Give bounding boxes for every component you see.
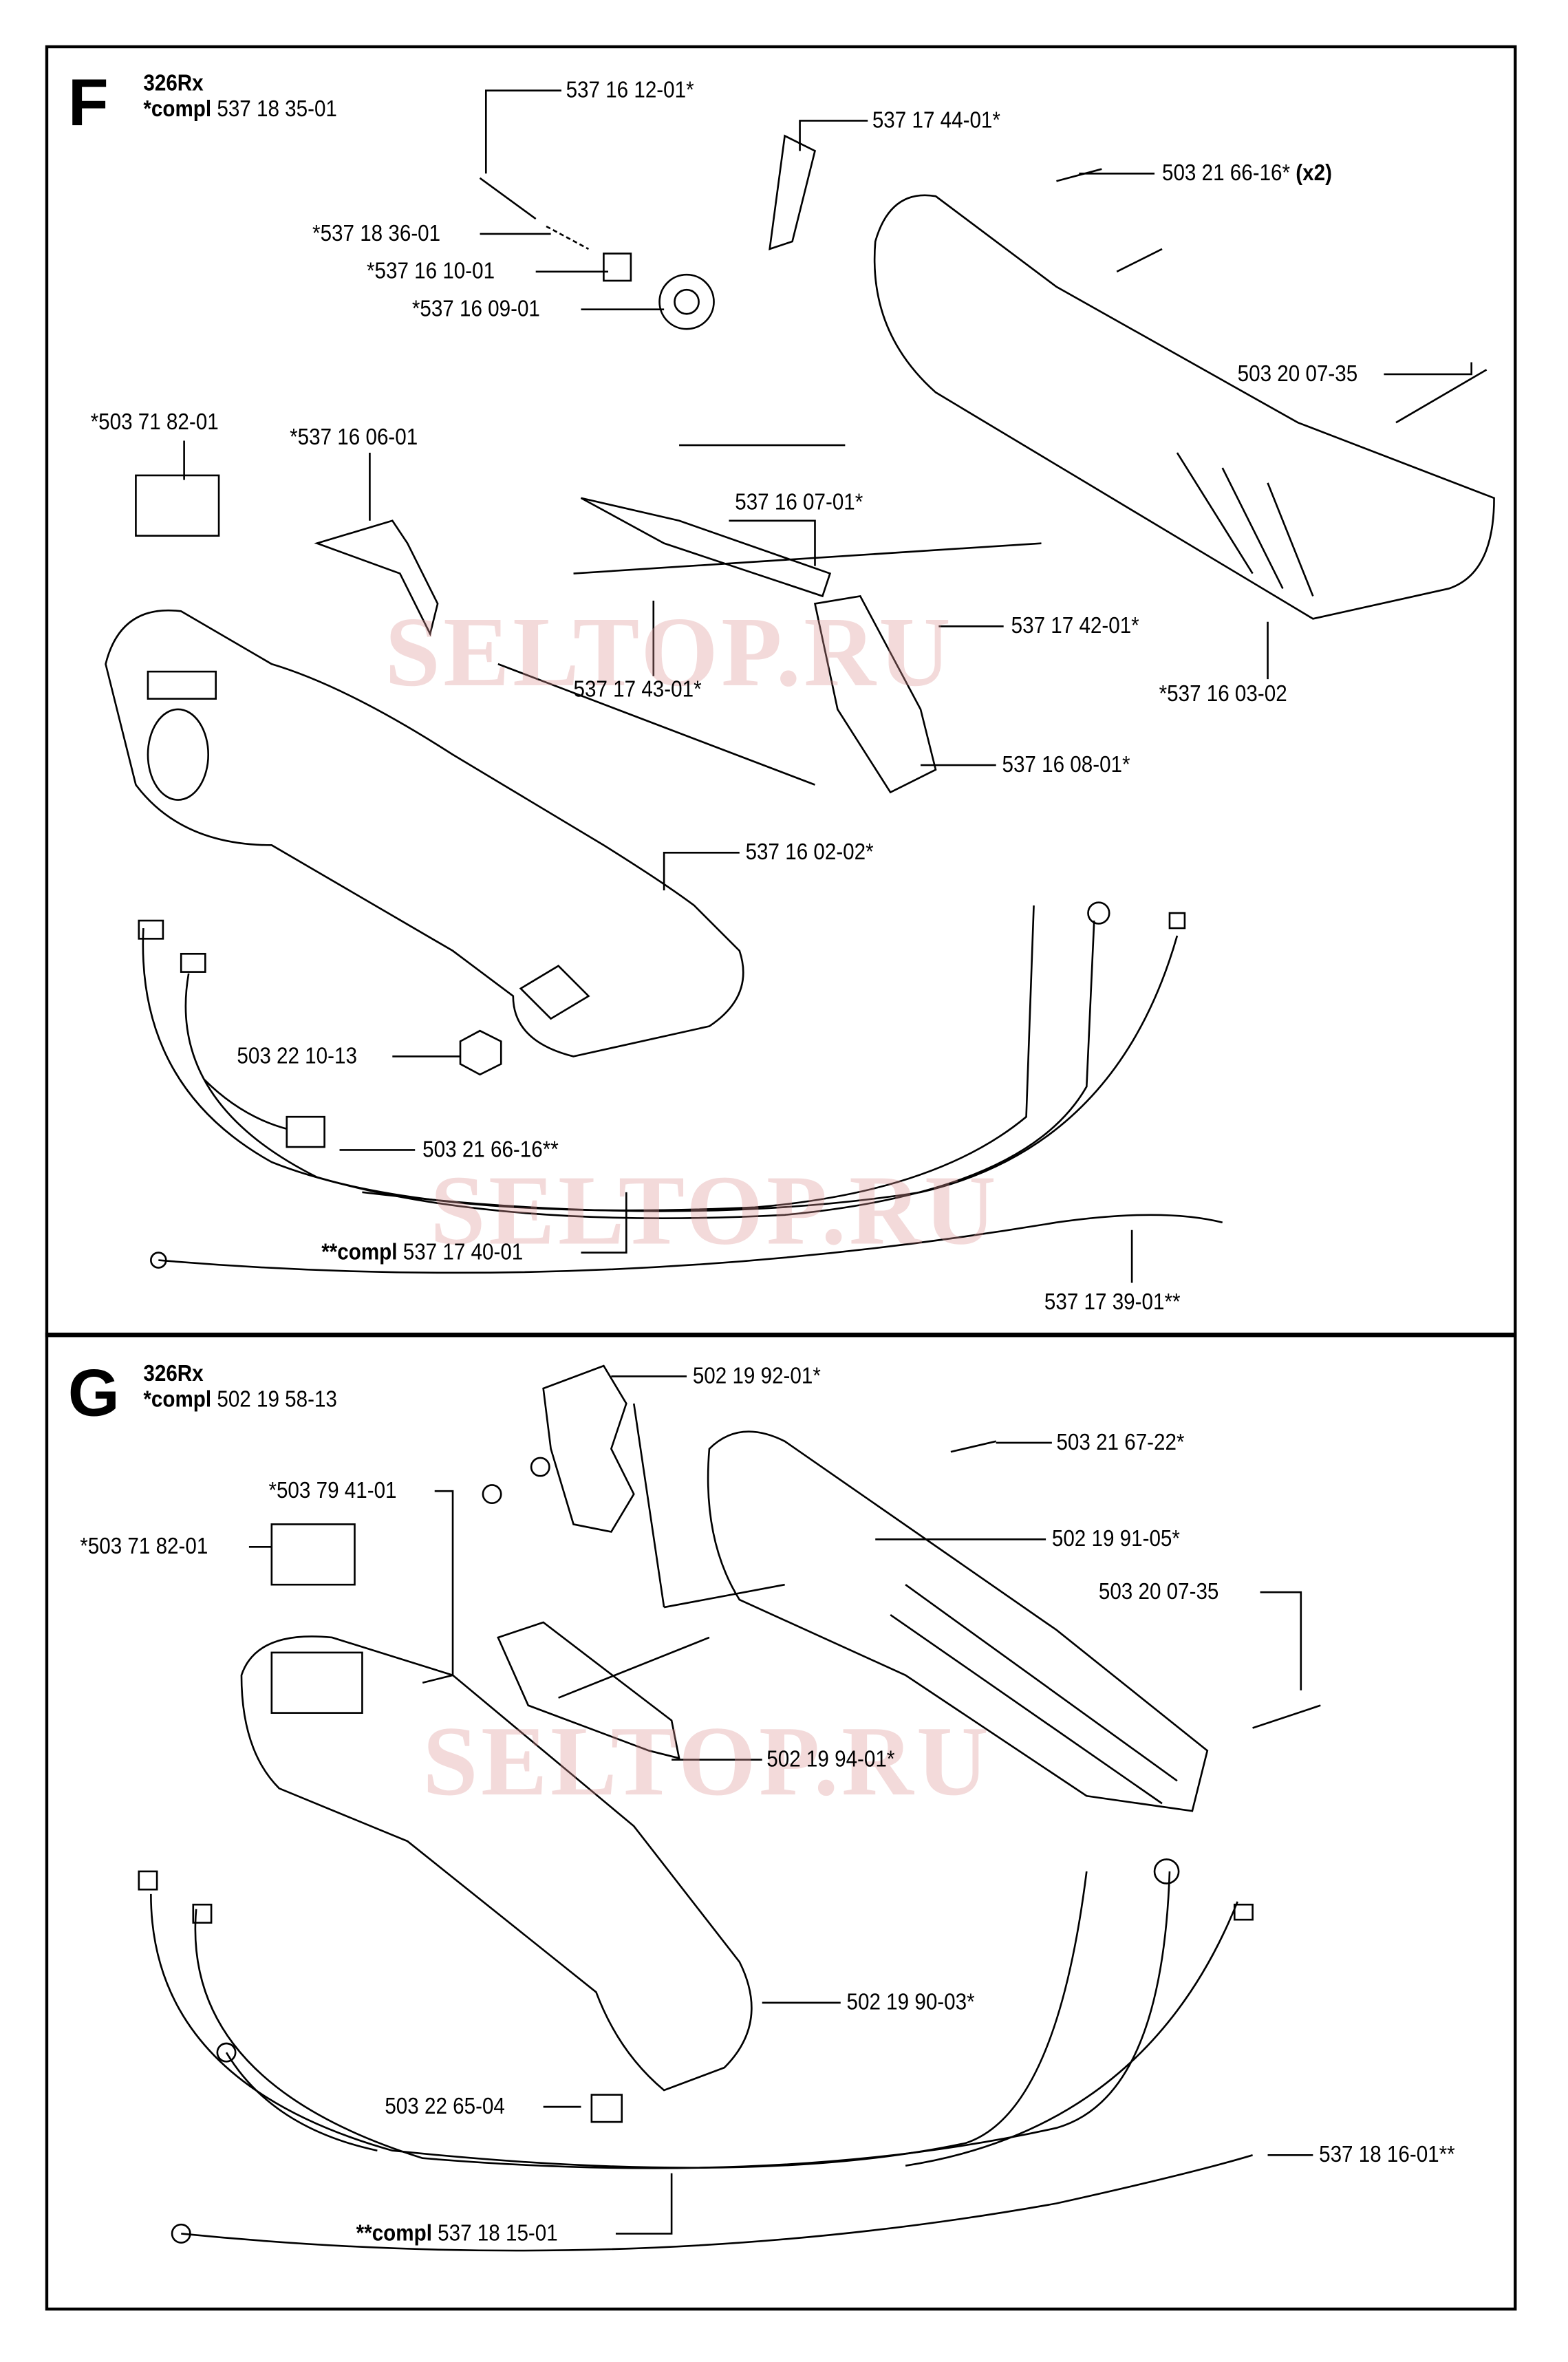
part-label: 537 16 02-02* (745, 839, 874, 866)
cables-f (138, 901, 1223, 1274)
leader-lines-g (248, 1375, 1313, 2235)
section-divider (45, 1332, 1517, 1337)
parts-g (138, 1364, 1321, 2252)
section-letter-f: F (67, 66, 109, 140)
watermark: SELTOP.RU (385, 597, 954, 708)
diagram-frame (45, 45, 1517, 2311)
part-label: 537 17 44-01* (872, 107, 1000, 134)
model-name: 326Rx (143, 1361, 204, 1387)
front-handle-f (105, 609, 744, 1057)
part-label: 503 21 67-22* (1056, 1430, 1185, 1456)
part-label: 502 19 92-01* (692, 1363, 821, 1390)
part-label: *537 16 03-02 (1159, 681, 1287, 707)
compl-prefix: *compl (143, 96, 212, 122)
watermark: SELTOP.RU (430, 1156, 999, 1267)
part-label: 537 18 16-01** (1319, 2142, 1455, 2168)
part-label: *537 16 09-01 (411, 297, 540, 323)
part-label: *537 16 06-01 (290, 425, 418, 451)
rear-handle-f (873, 194, 1495, 620)
section-f-header: 326Rx *compl 537 18 35-01 (143, 71, 337, 122)
part-label: 537 16 12-01* (566, 77, 694, 104)
compl-number: 537 18 35-01 (217, 96, 337, 122)
part-label: 503 22 65-04 (385, 2094, 505, 2120)
part-label: 537 17 43-01* (573, 676, 702, 703)
part-label: *537 18 36-01 (312, 221, 441, 247)
part-label: **compl 537 17 40-01 (321, 1241, 523, 1264)
compl-number: 502 19 58-13 (217, 1386, 337, 1413)
part-label: *503 79 41-01 (268, 1478, 397, 1504)
section-letter-g: G (67, 1356, 120, 1431)
section-g-header: 326Rx *compl 502 19 58-13 (143, 1362, 337, 1413)
part-label: 502 19 90-03* (846, 1990, 975, 2016)
part-label: **compl 537 18 15-01 (356, 2222, 558, 2245)
part-number: 503 21 66-16* (1161, 160, 1291, 186)
part-label: 503 21 66-16* (x2) (1162, 162, 1332, 185)
part-label: 537 17 39-01** (1044, 1289, 1181, 1316)
watermark: SELTOP.RU (422, 1706, 992, 1817)
part-label: 502 19 91-05* (1051, 1526, 1180, 1553)
quantity-note: (x2) (1296, 160, 1332, 186)
part-label: 503 20 07-35 (1237, 361, 1358, 387)
kit-prefix: **compl (321, 1239, 398, 1266)
part-label: 503 21 66-16** (422, 1137, 559, 1163)
kit-prefix: **compl (356, 2220, 432, 2247)
part-label: *503 71 82-01 (80, 1534, 208, 1560)
part-label: 502 19 94-01* (766, 1746, 895, 1773)
part-label: *503 71 82-01 (90, 409, 219, 436)
small-parts-f (135, 134, 1488, 1076)
part-label: *537 16 10-01 (367, 259, 495, 285)
part-label: 503 20 07-35 (1098, 1579, 1219, 1605)
part-label: 503 22 10-13 (237, 1043, 357, 1070)
part-label: 537 16 08-01* (1002, 752, 1130, 778)
part-number: 537 17 40-01 (402, 1239, 524, 1266)
part-number: 537 18 15-01 (438, 2220, 558, 2247)
compl-prefix: *compl (143, 1386, 212, 1413)
leader-lines-f (183, 89, 1472, 1283)
part-label: 537 16 07-01* (735, 489, 863, 516)
model-name: 326Rx (143, 71, 204, 97)
part-label: 537 17 42-01* (1011, 613, 1139, 639)
